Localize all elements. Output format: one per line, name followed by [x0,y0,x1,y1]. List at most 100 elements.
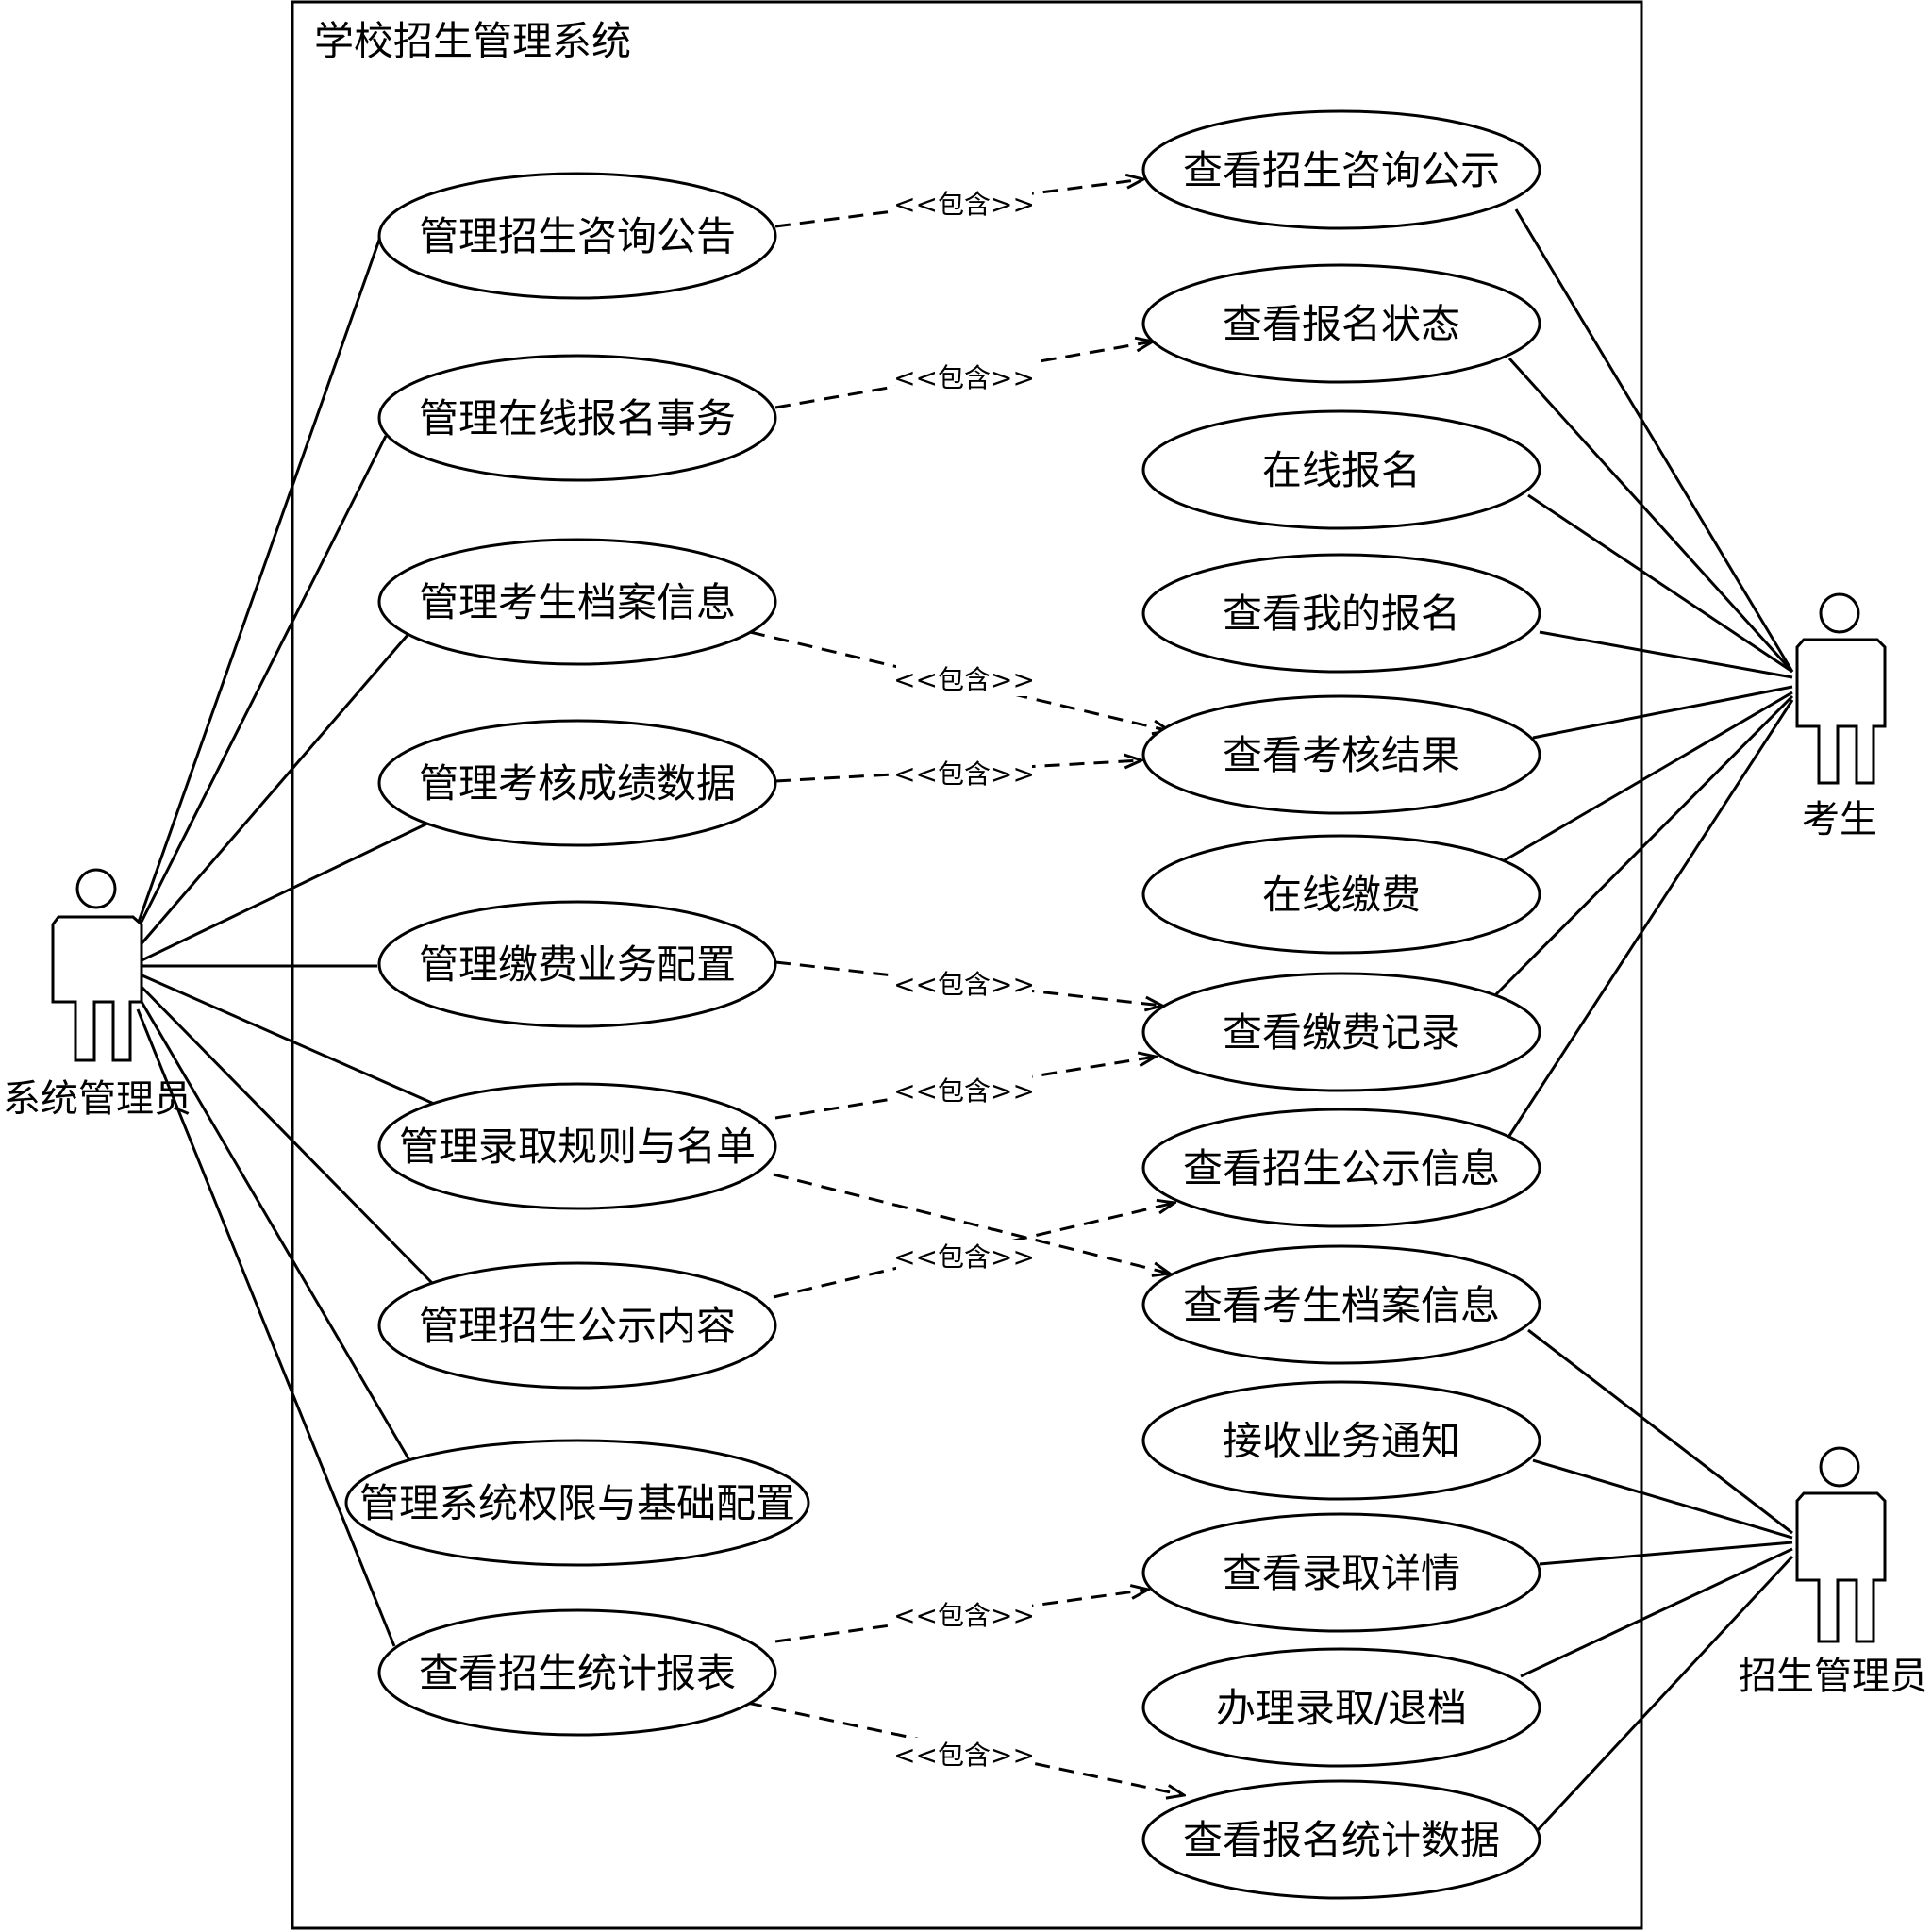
use-case-m9[interactable]: 查看招生统计报表 [377,1608,777,1737]
include-label-7: <<包含>> [893,1241,1035,1273]
use-case-r2[interactable]: 查看报名状态 [1141,263,1541,384]
include-label-5: <<包含>> [893,969,1035,1000]
assoc-officer-r10 [1532,1458,1793,1540]
use-case-r10[interactable]: 接收业务通知 [1141,1380,1541,1501]
use-case-m2[interactable]: 管理在线报名事务 [377,354,777,482]
include-m2-r2 [774,341,1153,409]
use-case-label: 查看考核结果 [1223,732,1460,778]
use-case-r1[interactable]: 查看招生咨询公示 [1141,109,1541,230]
admin-use-cases: 管理招生咨询公告 管理在线报名事务 管理考生档案信息 管理考核成绩数据 管理缴费… [344,172,810,1737]
include-m6-r9 [773,1173,1170,1274]
actor-admin-name: 系统管理员 [3,1077,192,1121]
assoc-officer-r11 [1539,1541,1793,1566]
use-case-label: 查看报名状态 [1223,301,1460,347]
actor-officer-name: 招生管理员 [1739,1655,1927,1698]
use-case-label: 管理录取规则与名单 [399,1124,756,1170]
use-case-m1[interactable]: 管理招生咨询公告 [377,172,777,300]
student-associations [1491,208,1794,1140]
use-case-r8[interactable]: 查看招生公示信息 [1141,1108,1541,1228]
use-case-r11[interactable]: 查看录取详情 [1141,1512,1541,1633]
use-case-label: 查看招生公示信息 [1183,1145,1500,1191]
actor-student[interactable]: 考生 [1795,592,1887,841]
assoc-officer-r13 [1536,1555,1794,1832]
actor-head-icon [1819,1446,1860,1488]
shared-use-cases: 查看招生咨询公示 查看报名状态 在线报名 查看我的报名 查看考核结果 在线缴费 … [1141,109,1541,1900]
use-case-label: 查看录取详情 [1223,1550,1460,1596]
use-case-m5[interactable]: 管理缴费业务配置 [377,900,777,1028]
assoc-admin-m1 [136,225,386,925]
use-case-label: 管理缴费业务配置 [419,941,736,988]
use-case-label: 管理招生咨询公告 [419,213,736,259]
assoc-admin-m8 [136,994,411,1461]
use-case-r9[interactable]: 查看考生档案信息 [1141,1244,1541,1365]
assoc-admin-m2 [136,435,388,930]
assoc-admin-m7 [136,981,434,1285]
use-case-r12[interactable]: 办理录取/退档 [1141,1647,1541,1768]
use-case-label: 管理考核成绩数据 [419,760,736,807]
use-case-m3[interactable]: 管理考生档案信息 [377,538,777,666]
assoc-student-r8 [1506,699,1794,1140]
assoc-student-r3 [1527,493,1793,674]
use-case-label: 查看我的报名 [1223,591,1460,637]
assoc-student-r5 [1532,685,1793,740]
include-m5-r7 [774,960,1162,1006]
assoc-admin-m9 [136,1008,396,1647]
assoc-student-r6 [1502,691,1793,863]
actor-admin[interactable]: 系统管理员 [3,868,192,1121]
actor-officer[interactable]: 招生管理员 [1739,1446,1927,1698]
use-case-m7[interactable]: 管理招生公示内容 [377,1261,777,1390]
include-m9-r11 [774,1590,1148,1643]
admin-associations [136,225,435,1647]
use-case-label: 管理考生档案信息 [419,579,736,625]
include-label-2: <<包含>> [893,362,1035,393]
use-case-label: 办理录取/退档 [1216,1685,1467,1731]
use-case-label: 查看缴费记录 [1223,1009,1460,1056]
use-case-m4[interactable]: 管理考核成绩数据 [377,719,777,847]
actor-head-icon [75,868,117,909]
include-label-6: <<包含>> [893,1075,1035,1107]
use-case-label: 查看招生统计报表 [419,1650,736,1696]
use-case-r5[interactable]: 查看考核结果 [1141,694,1541,815]
use-case-m6[interactable]: 管理录取规则与名单 [377,1082,777,1210]
use-case-r4[interactable]: 查看我的报名 [1141,553,1541,674]
actor-head-icon [1819,592,1860,634]
use-case-label: 管理在线报名事务 [419,395,736,441]
include-label-3: <<包含>> [893,664,1035,695]
include-label-9: <<包含>> [893,1740,1035,1771]
use-case-label: 查看招生咨询公示 [1183,147,1500,193]
actor-body-icon [51,915,143,1062]
assoc-student-r2 [1507,357,1794,674]
include-label-8: <<包含>> [893,1600,1035,1631]
assoc-officer-r12 [1520,1547,1793,1678]
use-case-label: 接收业务通知 [1223,1418,1460,1464]
use-case-label: 管理系统权限与基础配置 [359,1480,795,1526]
actor-student-name: 考生 [1802,798,1877,841]
include-label-1: <<包含>> [893,189,1035,220]
use-case-m8[interactable]: 管理系统权限与基础配置 [344,1439,810,1567]
actor-body-icon [1795,1491,1887,1643]
include-labels: <<包含>> <<包含>> <<包含>> <<包含>> <<包含>> <<包含>… [893,187,1035,1772]
use-case-r13[interactable]: 查看报名统计数据 [1141,1779,1541,1900]
use-case-label: 在线报名 [1262,447,1421,493]
assoc-student-r1 [1514,208,1794,673]
use-case-r6[interactable]: 在线缴费 [1141,834,1541,955]
assoc-officer-r9 [1527,1328,1793,1535]
assoc-admin-m3 [136,633,410,949]
officer-associations [1520,1328,1794,1832]
actor-body-icon [1795,638,1887,785]
use-case-label: 查看报名统计数据 [1183,1817,1500,1863]
use-case-label: 管理招生公示内容 [419,1303,736,1349]
assoc-student-r4 [1539,630,1793,679]
use-case-label: 在线缴费 [1262,872,1421,918]
assoc-admin-m4 [137,821,430,964]
system-title: 学校招生管理系统 [314,18,631,64]
use-case-label: 查看考生档案信息 [1183,1282,1500,1328]
use-case-r3[interactable]: 在线报名 [1141,409,1541,530]
include-m6-r7 [774,1057,1156,1120]
include-label-4: <<包含>> [893,758,1035,790]
assoc-admin-m6 [137,972,435,1106]
assoc-student-r7 [1491,694,1794,1000]
use-case-r7[interactable]: 查看缴费记录 [1141,972,1541,1092]
